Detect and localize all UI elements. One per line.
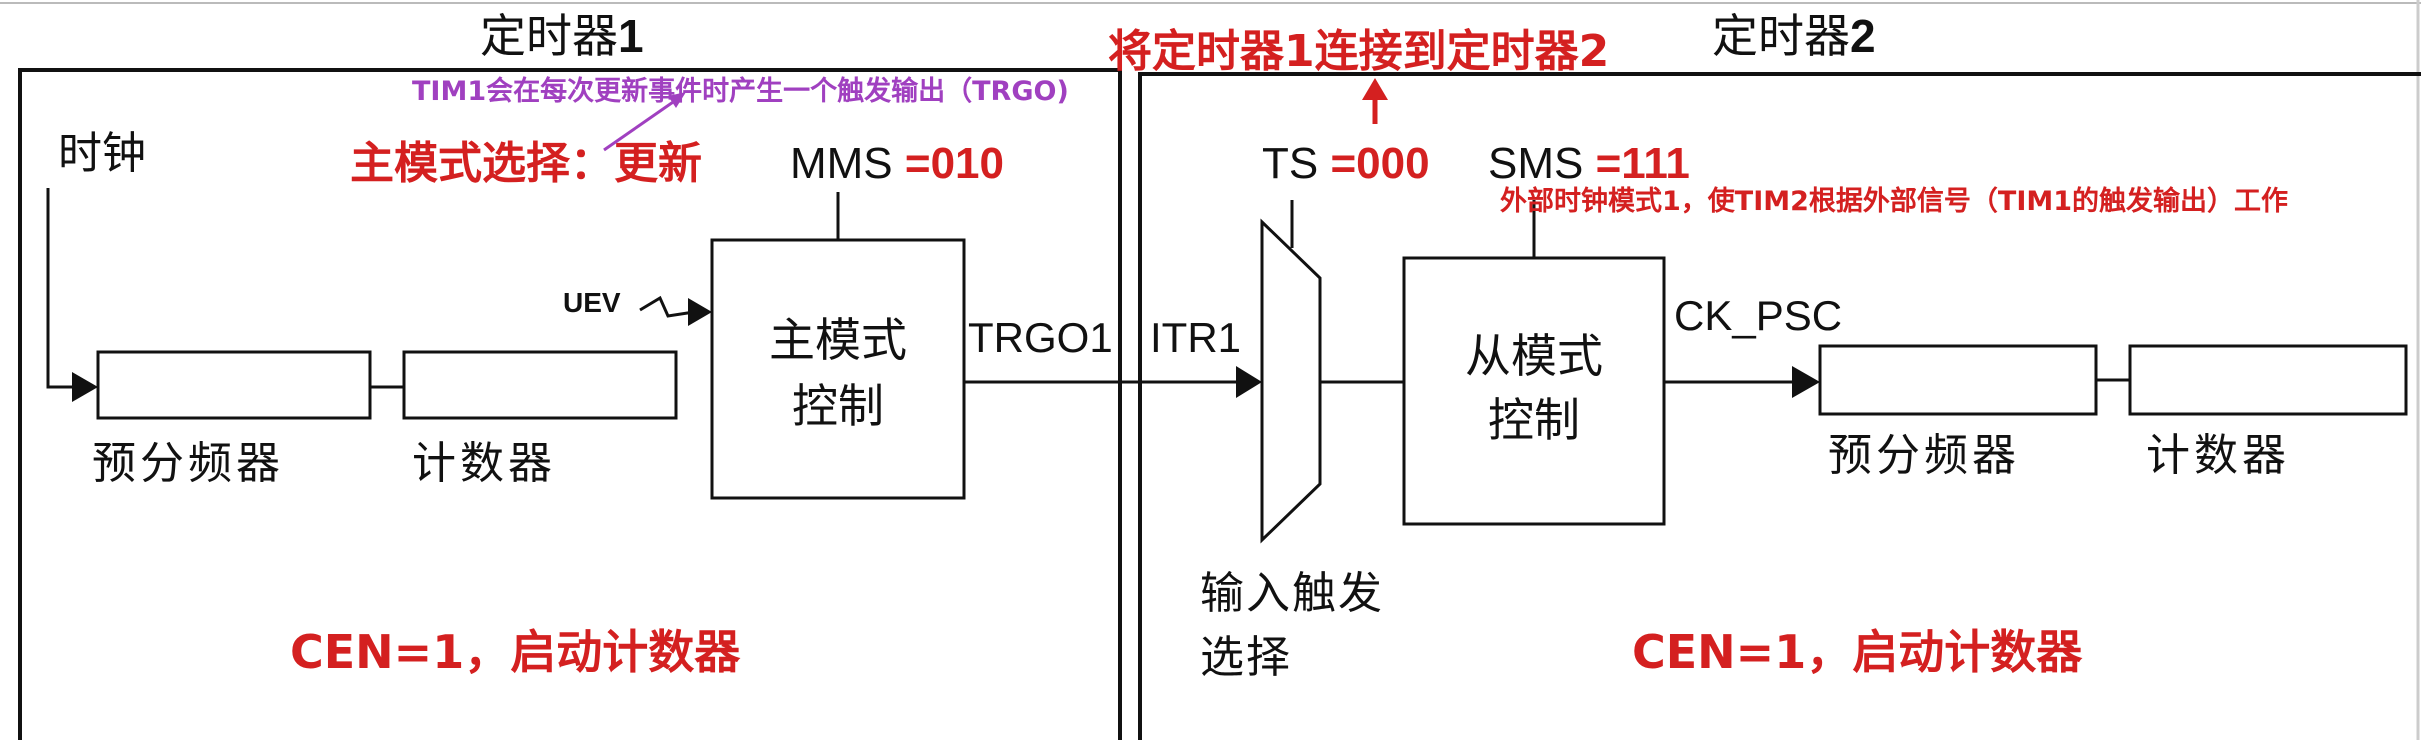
- master-mode-line1: 主模式: [769, 313, 907, 367]
- clock-line: [46, 188, 92, 389]
- timer2-prescaler-box: [1818, 344, 2098, 416]
- trgo-annotation: TIM1会在每次更新事件时产生一个触发输出（TRGO): [412, 75, 1069, 107]
- timer1-counter-box: [402, 350, 678, 420]
- master-mode-line2: 控制: [792, 379, 884, 433]
- timer2-cen-note: CEN=1，启动计数器: [1632, 625, 2083, 679]
- sms-annotation: 外部时钟模式1，使TIM2根据外部信号（TIM1的触发输出）工作: [1500, 185, 2288, 217]
- sms-label: SMS =111: [1488, 139, 1690, 188]
- timer2-counter-label: 计数器: [2146, 430, 2290, 481]
- timer1-prescaler-box: [96, 350, 372, 420]
- uev-arrow: [639, 295, 695, 318]
- input-trigger-line2: 选择: [1200, 632, 1292, 683]
- timer2-title: 定时器2: [1712, 9, 1876, 63]
- slave-mode-line1: 从模式: [1465, 329, 1603, 383]
- connect-arrowhead: [1362, 78, 1388, 100]
- connect-note: 将定时器1连接到定时器2: [1108, 26, 1609, 77]
- trgo1-label: TRGO1: [968, 314, 1113, 361]
- slave-mode-control-box: [1402, 256, 1666, 526]
- timer1-cen-note: CEN=1，启动计数器: [290, 625, 741, 679]
- timer2-frame: [1138, 72, 2421, 740]
- timer1-counter-label: 计数器: [412, 438, 556, 489]
- input-trigger-mux: [1260, 218, 1322, 544]
- annotation-pointer: [603, 98, 677, 152]
- timer1-frame: [18, 68, 1122, 740]
- clock-label: 时钟: [58, 128, 146, 179]
- timer2-counter-box: [2128, 344, 2408, 416]
- timer1-title: 定时器1: [480, 9, 644, 63]
- timer1-prescaler-label: 预分频器: [92, 438, 284, 489]
- uev-label: UEV: [563, 287, 621, 318]
- ts-label: TS =000: [1262, 139, 1430, 188]
- clock-arrowhead: [72, 372, 98, 402]
- itr1-label: ITR1: [1150, 314, 1241, 361]
- slave-mode-line2: 控制: [1488, 393, 1580, 447]
- master-mode-control-box: [710, 238, 966, 500]
- timer2-prescaler-label: 预分频器: [1828, 430, 2020, 481]
- input-trigger-line1: 输入触发: [1200, 568, 1384, 619]
- master-mode-select-annotation: 主模式选择：更新: [350, 138, 702, 189]
- ck-psc-label: CK_PSC: [1674, 292, 1842, 339]
- mms-label: MMS =010: [790, 139, 1004, 188]
